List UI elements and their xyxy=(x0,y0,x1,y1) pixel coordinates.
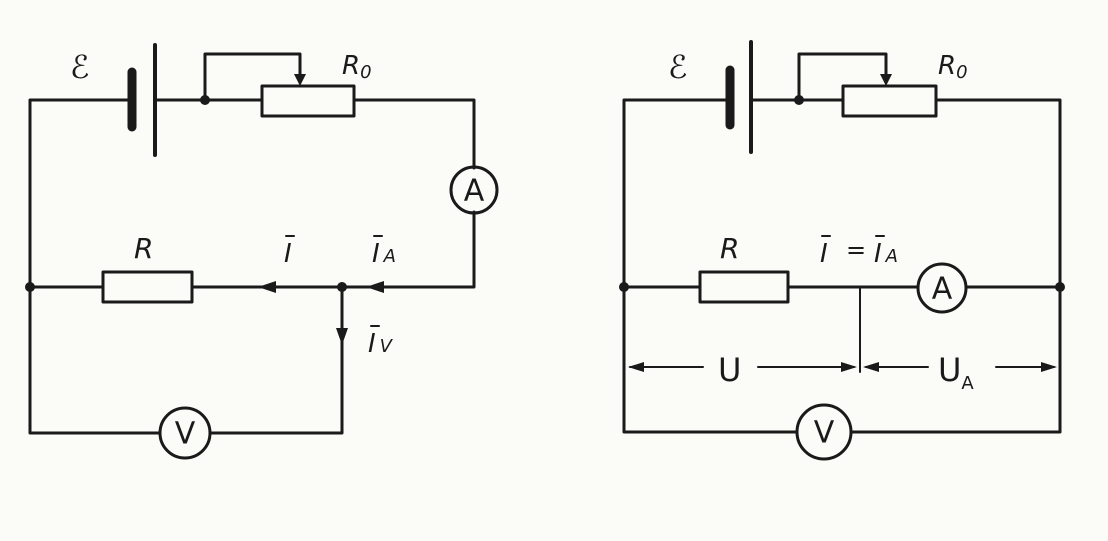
right-emf-label: ℰ xyxy=(668,48,687,86)
right-wire-bottom-right xyxy=(849,285,1062,434)
left-wire-top-right xyxy=(352,98,476,170)
svg-text:I: I xyxy=(284,239,292,269)
left-current-I-label: I xyxy=(284,235,295,269)
right-voltage-U-dimension: U xyxy=(628,351,857,389)
right-wire-bottom-left xyxy=(622,285,799,434)
right-node-right xyxy=(1055,282,1065,292)
right-rheostat-label: R0 xyxy=(938,51,968,83)
right-resistor-label: R xyxy=(720,232,739,265)
left-arrow-IV xyxy=(336,328,348,345)
left-resistor-label: R xyxy=(134,232,153,265)
right-resistor xyxy=(698,270,790,304)
left-rheostat-label: R0 xyxy=(342,51,372,83)
right-rheostat-slider-arrow xyxy=(880,74,892,86)
right-wire-top-left xyxy=(622,98,732,289)
left-ammeter-label: A xyxy=(464,174,485,209)
right-ammeter xyxy=(916,262,968,314)
right-voltage-UA-label: UA xyxy=(938,351,974,394)
right-circuit: A V U UA ℰ R0 R xyxy=(619,40,1065,461)
left-wire-right-lower xyxy=(340,210,476,289)
left-rheostat-slider-arrow xyxy=(294,74,306,86)
svg-text:IV: IV xyxy=(368,329,394,359)
left-ammeter xyxy=(449,165,499,215)
left-arrow-IA xyxy=(366,281,384,293)
svg-text:=: = xyxy=(846,236,866,264)
right-node-slider xyxy=(794,95,804,105)
left-wire-top-left xyxy=(28,98,134,289)
left-wire-bottom xyxy=(28,285,162,435)
right-ammeter-label: A xyxy=(932,272,953,307)
svg-text:IA: IA xyxy=(874,239,898,269)
svg-text:IA: IA xyxy=(372,239,396,269)
left-resistor xyxy=(101,270,194,304)
right-rheostat-slider xyxy=(797,52,888,102)
left-rheostat-slider xyxy=(203,52,302,102)
left-node-junction xyxy=(337,282,347,292)
left-node-slider xyxy=(200,95,210,105)
left-rheostat xyxy=(260,84,356,118)
left-node-left xyxy=(25,282,35,292)
right-node-left xyxy=(619,282,629,292)
left-voltmeter-label: V xyxy=(175,417,196,452)
svg-text:I: I xyxy=(820,239,828,269)
right-voltmeter-label: V xyxy=(814,416,835,451)
left-wire-bottom-right xyxy=(208,285,344,435)
right-wire-top-right xyxy=(934,98,1062,289)
left-emf-label: ℰ xyxy=(70,48,89,86)
right-voltage-U-label: U xyxy=(718,351,741,389)
right-voltage-UA-dimension: UA xyxy=(863,351,1057,394)
right-rheostat xyxy=(841,84,938,118)
left-voltmeter xyxy=(158,406,212,460)
right-voltmeter xyxy=(795,403,853,461)
left-arrow-I xyxy=(258,281,276,293)
